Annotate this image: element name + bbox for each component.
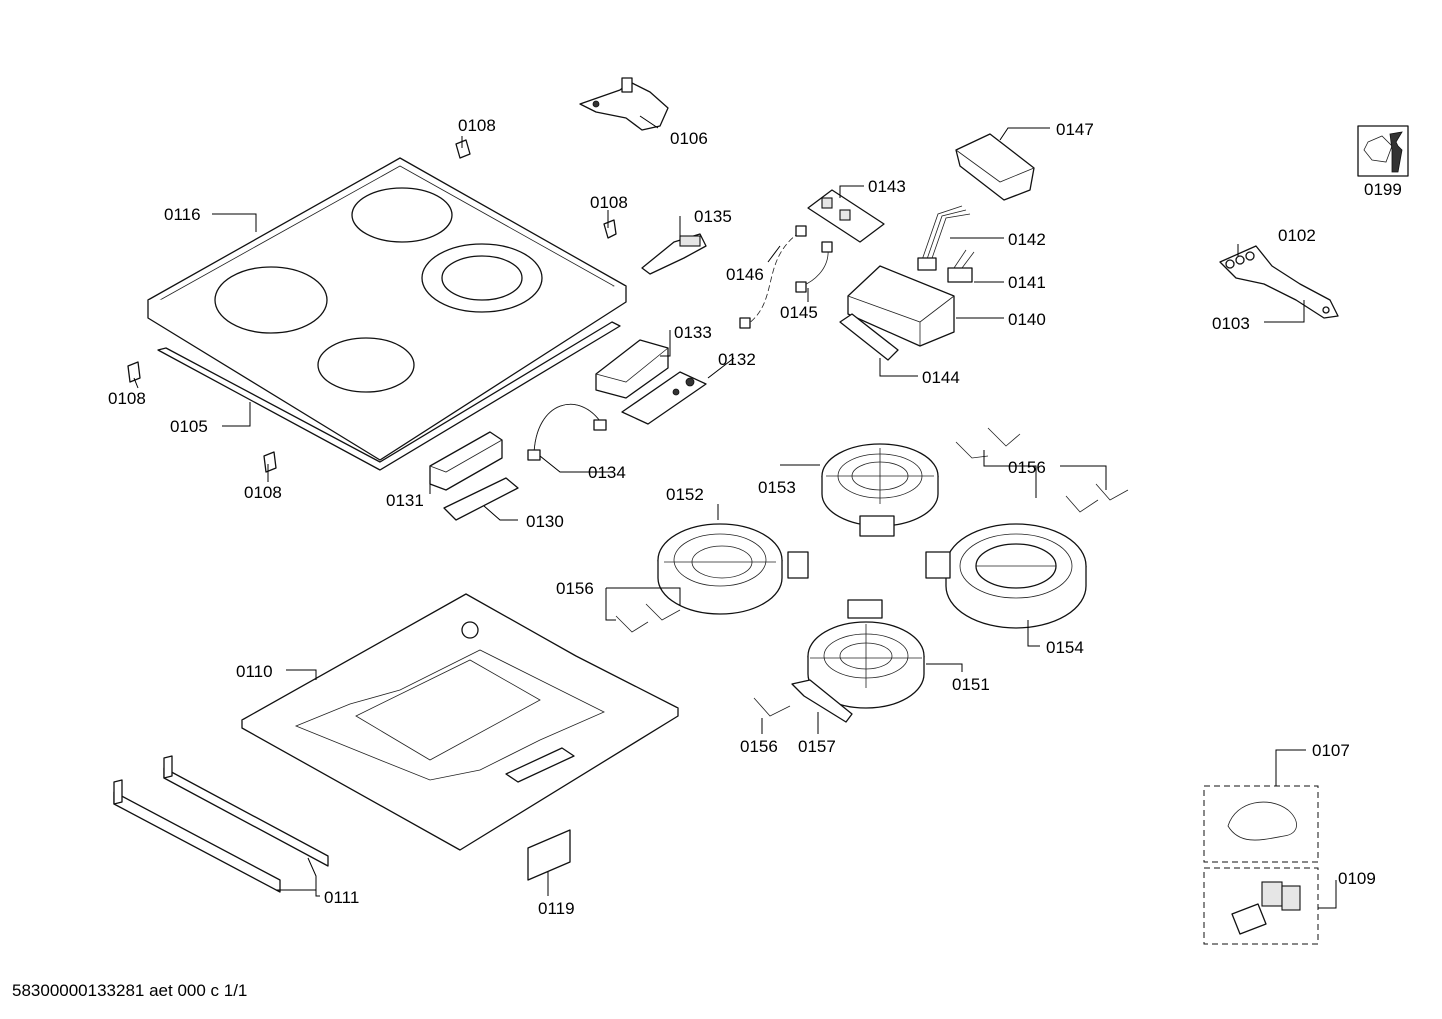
terminal-block-0144[interactable] — [839, 313, 899, 361]
bottom-tray-0110[interactable] — [241, 593, 679, 851]
part-label-0146[interactable]: 0146 — [726, 265, 764, 284]
part-label-0108[interactable]: 0108 — [108, 389, 146, 408]
connector-0141[interactable] — [947, 249, 975, 283]
part-label-0130[interactable]: 0130 — [526, 512, 564, 531]
part-label-0151[interactable]: 0151 — [952, 675, 990, 694]
part-label-0144[interactable]: 0144 — [922, 368, 960, 387]
part-label-0143[interactable]: 0143 — [868, 177, 906, 196]
clamp-spring-0156-top[interactable] — [955, 427, 1129, 513]
part-label-0108[interactable]: 0108 — [590, 193, 628, 212]
part-label-0133[interactable]: 0133 — [674, 323, 712, 342]
part-label-0108[interactable]: 0108 — [458, 116, 496, 135]
part-label-0132[interactable]: 0132 — [718, 350, 756, 369]
part-label-0102[interactable]: 0102 — [1278, 226, 1316, 245]
clamp-spring-0156-bottom[interactable] — [753, 697, 791, 717]
part-label-0141[interactable]: 0141 — [1008, 273, 1046, 292]
rating-label-0119[interactable] — [527, 829, 571, 881]
document-code: 58300000133281 aet 000 c 1/1 — [12, 981, 248, 1000]
cable-0145[interactable] — [795, 241, 833, 293]
part-label-0135[interactable]: 0135 — [694, 207, 732, 226]
wrench-icon[interactable] — [1357, 125, 1409, 177]
part-label-0147[interactable]: 0147 — [1056, 120, 1094, 139]
part-label-0109[interactable]: 0109 — [1338, 869, 1376, 888]
bracket-0157[interactable] — [791, 679, 853, 723]
temperature-limiter-0135[interactable] — [641, 233, 707, 275]
fixing-clip-0108-mid[interactable] — [603, 219, 617, 239]
fixing-clip-0108-left[interactable] — [127, 361, 141, 383]
part-label-0116[interactable]: 0116 — [164, 205, 201, 224]
part-label-0111[interactable]: 0111 — [324, 888, 359, 907]
circuit-board-0132[interactable] — [621, 371, 707, 425]
accessory-box-0107[interactable] — [1203, 785, 1319, 863]
part-labels: 0106 0108 0116 0108 0135 0108 0105 0108 … — [108, 116, 1402, 918]
part-label-0156[interactable]: 0156 — [556, 579, 594, 598]
part-label-0105[interactable]: 0105 — [170, 417, 208, 436]
part-label-0156[interactable]: 0156 — [740, 737, 778, 756]
part-label-0154[interactable]: 0154 — [1046, 638, 1084, 657]
leader-lines — [133, 115, 1337, 909]
part-label-0157[interactable]: 0157 — [798, 737, 836, 756]
cable-harness-0134[interactable] — [527, 404, 607, 461]
part-label-0199[interactable]: 0199 — [1364, 180, 1402, 199]
part-label-0110[interactable]: 0110 — [236, 662, 273, 681]
control-module-0133[interactable] — [595, 339, 669, 399]
fixing-clip-0108-top[interactable] — [455, 139, 471, 159]
part-label-0103[interactable]: 0103 — [1212, 314, 1250, 333]
part-label-0107[interactable]: 0107 — [1312, 741, 1350, 760]
part-label-0156[interactable]: 0156 — [1008, 458, 1046, 477]
heating-element-0151[interactable] — [807, 599, 925, 709]
part-label-0140[interactable]: 0140 — [1008, 310, 1046, 329]
glass-ceramic-hob-top[interactable] — [147, 157, 627, 461]
terminal-box-0140[interactable] — [847, 265, 955, 347]
part-label-0106[interactable]: 0106 — [670, 129, 708, 148]
control-module-0131[interactable] — [429, 431, 503, 491]
part-label-0134[interactable]: 0134 — [588, 463, 626, 482]
ceramic-scraper-0103[interactable] — [1219, 245, 1339, 319]
part-label-0142[interactable]: 0142 — [1008, 230, 1046, 249]
part-label-0153[interactable]: 0153 — [758, 478, 796, 497]
mounting-rail-0111-upper[interactable] — [163, 755, 329, 867]
part-label-0119[interactable]: 0119 — [538, 899, 575, 918]
sensor-bracket[interactable] — [579, 77, 669, 131]
clamp-spring-0156-mid[interactable] — [615, 603, 681, 633]
heating-element-0154[interactable] — [925, 523, 1087, 629]
hob-seal-frame[interactable] — [157, 321, 621, 471]
mounting-rail-0111-lower[interactable] — [113, 779, 281, 893]
electronics-housing-0147[interactable] — [955, 133, 1035, 201]
heating-element-0153[interactable] — [821, 443, 939, 537]
wire-set-0142[interactable] — [917, 205, 971, 271]
heating-element-0152[interactable] — [657, 523, 809, 615]
fixing-clip-0108-bottom[interactable] — [263, 451, 277, 473]
circuit-board-0130[interactable] — [443, 477, 519, 521]
cable-0146[interactable] — [739, 225, 807, 329]
part-label-0145[interactable]: 0145 — [780, 303, 818, 322]
part-label-0108[interactable]: 0108 — [244, 483, 282, 502]
part-label-0131[interactable]: 0131 — [386, 491, 424, 510]
part-label-0152[interactable]: 0152 — [666, 485, 704, 504]
accessory-box-0109[interactable] — [1203, 867, 1319, 945]
power-board-0143[interactable] — [807, 189, 885, 243]
